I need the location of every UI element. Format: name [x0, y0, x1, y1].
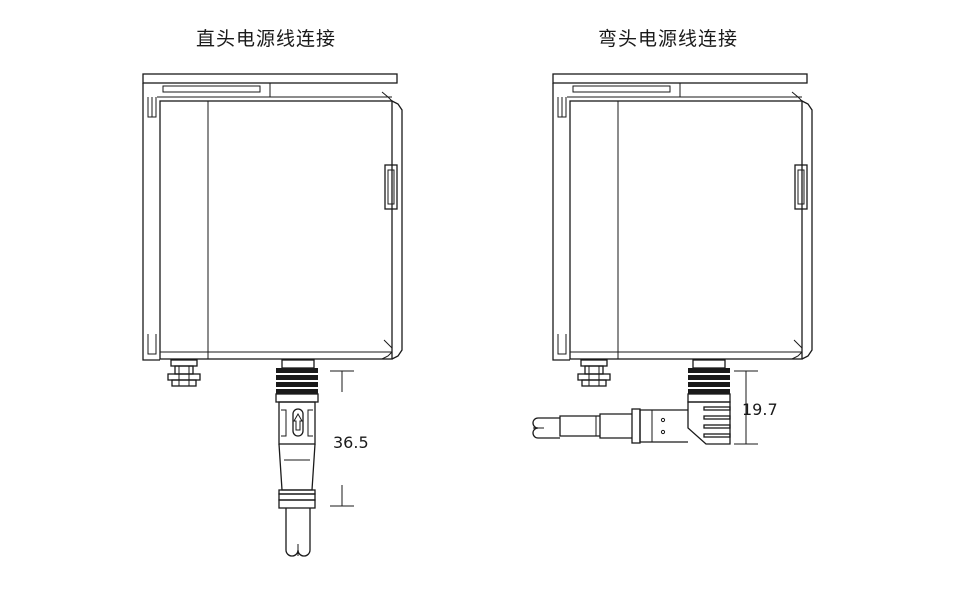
elbow-connection-title: 弯头电源线连接 [598, 28, 739, 50]
straight-connection-title: 直头电源线连接 [196, 28, 337, 50]
dimension-elbow: 19.7 [734, 370, 778, 445]
elbow-connector [532, 359, 731, 445]
dimension-elbow-value: 19.7 [742, 400, 778, 419]
enclosure-right [552, 73, 813, 387]
enclosure-left [142, 73, 403, 387]
dimension-straight: 36.5 [330, 370, 369, 507]
straight-connector [275, 359, 319, 557]
dimension-straight-value: 36.5 [333, 433, 369, 452]
